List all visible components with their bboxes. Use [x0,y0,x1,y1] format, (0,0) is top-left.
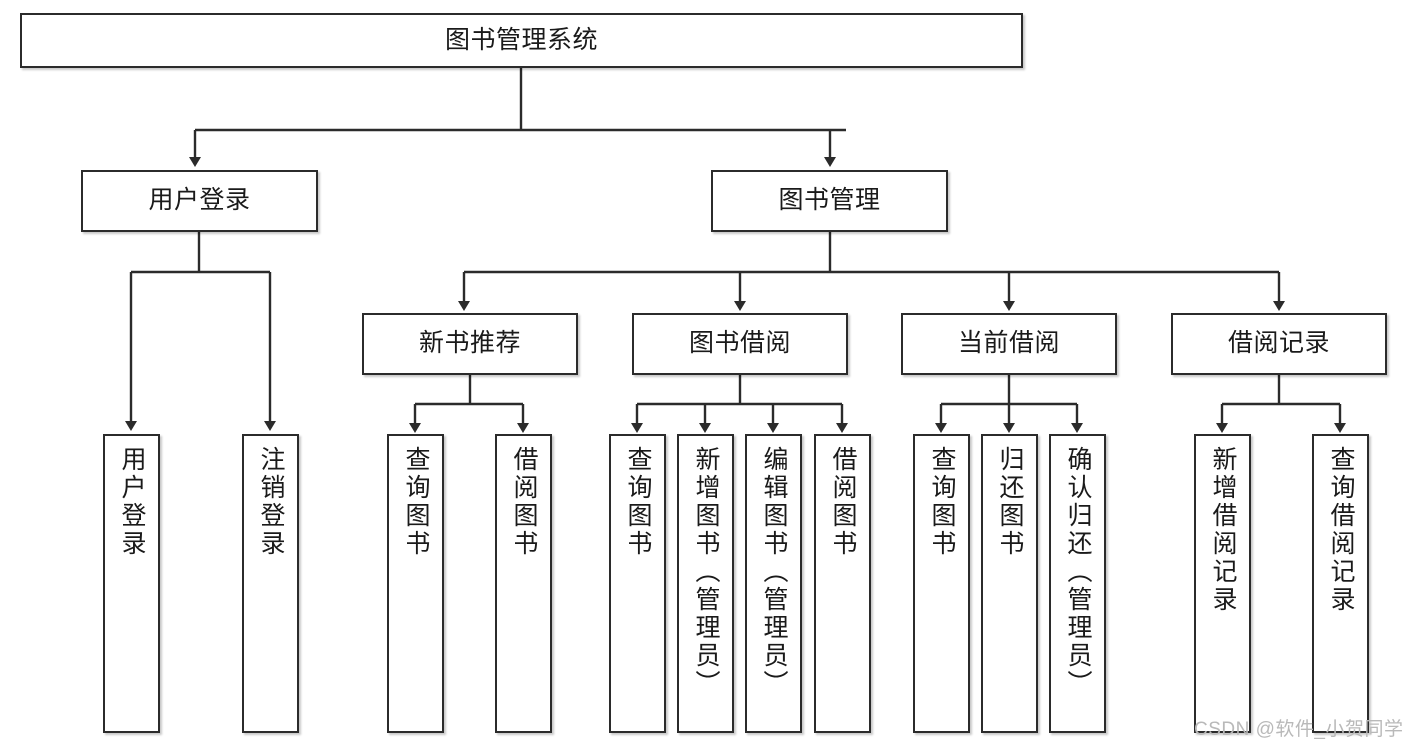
node-leaf-query-book-3-label: 查询图书 [928,446,956,558]
node-leaf-borrow-book-2[interactable]: 借阅图书 [814,434,871,733]
node-leaf-user-login[interactable]: 用户登录 [103,434,160,733]
node-book-manage[interactable]: 图书管理 [711,170,948,232]
node-leaf-return-book[interactable]: 归还图书 [981,434,1038,733]
node-leaf-edit-book-label: 编辑图书（管理员） [760,446,788,698]
node-leaf-add-record-label: 新增借阅记录 [1209,446,1237,614]
node-leaf-borrow-book-1-label: 借阅图书 [510,446,538,558]
node-book-manage-label: 图书管理 [778,186,881,215]
node-root[interactable]: 图书管理系统 [20,13,1023,68]
node-leaf-user-login-label: 用户登录 [118,446,146,558]
node-current-borrow[interactable]: 当前借阅 [901,313,1117,375]
node-current-borrow-label: 当前借阅 [957,329,1060,358]
node-leaf-query-book-2-label: 查询图书 [624,446,652,558]
node-leaf-query-book-1-label: 查询图书 [402,446,430,558]
csdn-watermark: CSDN @软件_小贺同学 [1194,719,1404,740]
node-leaf-query-book-2[interactable]: 查询图书 [609,434,666,733]
node-leaf-add-book[interactable]: 新增图书（管理员） [677,434,734,733]
node-new-book-rec[interactable]: 新书推荐 [362,313,578,375]
node-leaf-edit-book[interactable]: 编辑图书（管理员） [745,434,802,733]
node-leaf-borrow-book-1[interactable]: 借阅图书 [495,434,552,733]
node-leaf-add-book-label: 新增图书（管理员） [692,446,720,698]
node-book-borrow-label: 图书借阅 [688,329,791,358]
node-leaf-query-record-label: 查询借阅记录 [1327,446,1355,614]
node-leaf-query-book-1[interactable]: 查询图书 [387,434,444,733]
node-leaf-query-record[interactable]: 查询借阅记录 [1312,434,1369,733]
node-leaf-borrow-book-2-label: 借阅图书 [829,446,857,558]
node-leaf-query-book-3[interactable]: 查询图书 [913,434,970,733]
node-borrow-record-label: 借阅记录 [1227,329,1330,358]
node-user-login[interactable]: 用户登录 [81,170,318,232]
node-leaf-confirm-return[interactable]: 确认归还（管理员） [1049,434,1106,733]
node-leaf-logout-login[interactable]: 注销登录 [242,434,299,733]
node-user-login-label: 用户登录 [148,186,251,215]
node-leaf-logout-login-label: 注销登录 [257,446,285,558]
node-leaf-add-record[interactable]: 新增借阅记录 [1194,434,1251,733]
node-root-label: 图书管理系统 [444,25,598,54]
node-new-book-rec-label: 新书推荐 [418,329,521,358]
node-leaf-return-book-label: 归还图书 [996,446,1024,558]
node-book-borrow[interactable]: 图书借阅 [632,313,848,375]
node-leaf-confirm-return-label: 确认归还（管理员） [1064,446,1092,698]
node-borrow-record[interactable]: 借阅记录 [1171,313,1387,375]
